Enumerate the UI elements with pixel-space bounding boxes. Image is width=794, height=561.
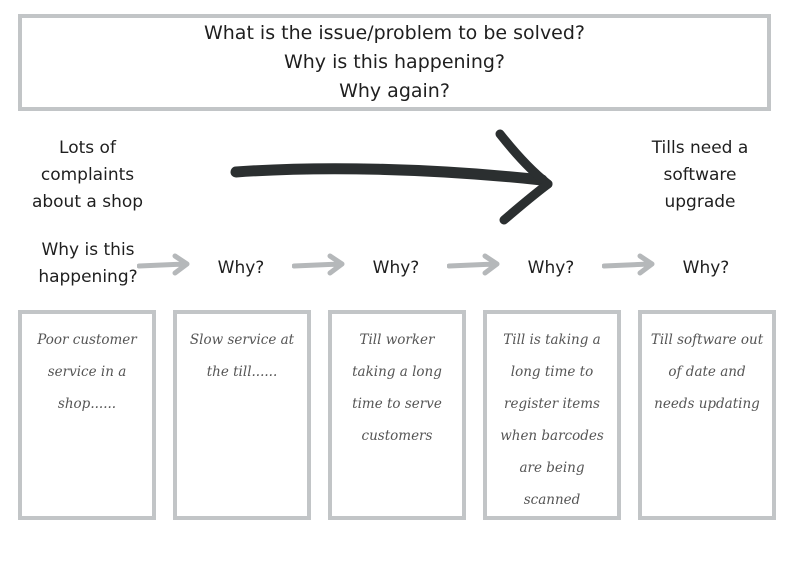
card-note: Poor customer service in a shop...... [37,332,137,412]
long-arrow-right-icon [230,129,553,225]
why-card-3: Till worker taking a long time to serve … [328,310,466,520]
header-question-why-again: Why again? [339,80,450,102]
header-question-why: Why is this happening? [283,51,506,73]
why-card-4: Till is taking a long time to register i… [483,310,621,520]
why-happening-question: Why is this happening? [38,240,138,287]
problem-header-box: What is the issue/problem to be solved? … [18,14,771,111]
problem-statement: Lots of complaints about a shop [31,138,144,212]
why-card-2: Slow service at the till...... [173,310,311,520]
why-label-2: Why? [372,258,420,278]
arrow-right-icon [602,253,655,276]
arrow-right-icon [137,253,190,276]
why-label-1: Why? [217,258,265,278]
card-note: Till software out of date and needs upda… [650,332,764,412]
card-note: Till is taking a long time to register i… [500,332,604,508]
root-cause-statement: Tills need a software upgrade [651,138,749,212]
card-note: Till worker taking a long time to serve … [352,332,442,444]
arrow-right-icon [292,253,345,276]
why-label-4: Why? [682,258,730,278]
why-card-1: Poor customer service in a shop...... [18,310,156,520]
header-question-issue: What is the issue/problem to be solved? [203,22,586,44]
why-card-5: Till software out of date and needs upda… [638,310,776,520]
arrow-right-icon [447,253,500,276]
card-note: Slow service at the till...... [189,332,295,380]
why-label-3: Why? [527,258,575,278]
